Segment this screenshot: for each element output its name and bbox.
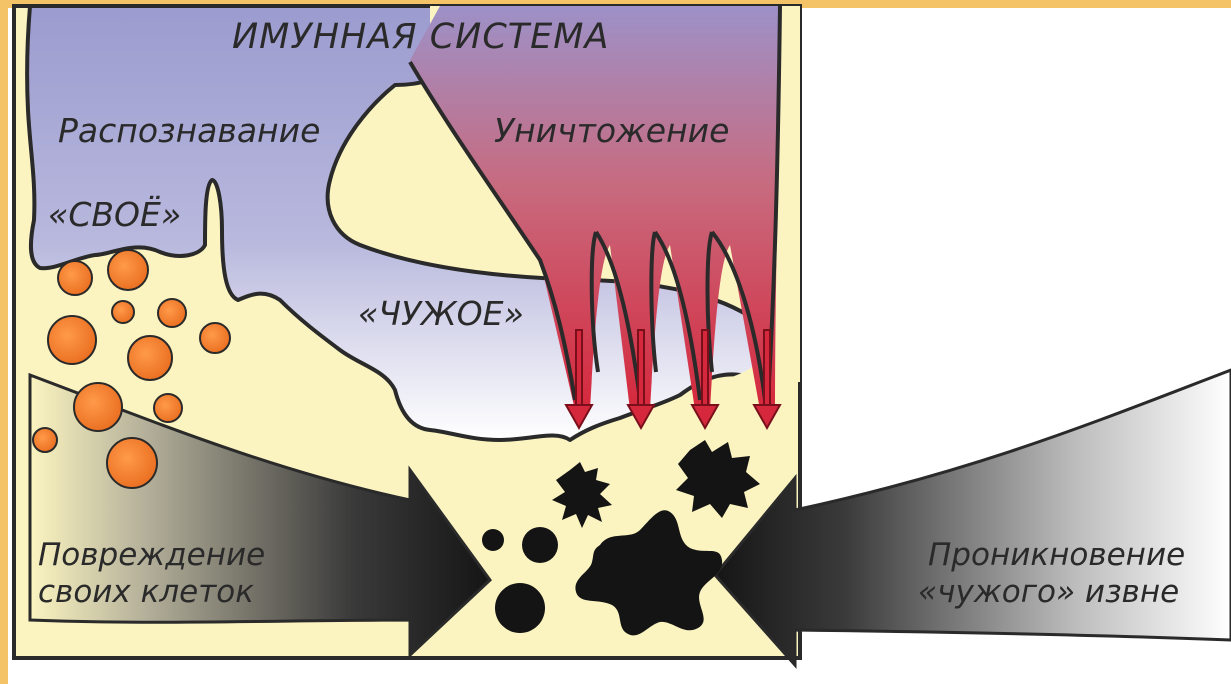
- self-cell: [112, 301, 134, 323]
- foreign-cell: [495, 583, 545, 633]
- self-cell: [108, 250, 148, 290]
- foreign-cell: [482, 529, 504, 551]
- self-cell: [158, 299, 186, 327]
- self-label: «СВОЁ»: [48, 195, 181, 234]
- recognition-label: Распознавание: [58, 111, 320, 150]
- foreign-cell: [522, 527, 558, 563]
- damage-label-line2: своих клеток: [38, 574, 254, 610]
- self-cell: [33, 428, 57, 452]
- frame-left: [0, 0, 8, 684]
- foreign-label: «ЧУЖОЕ»: [358, 294, 524, 333]
- self-cell: [107, 438, 157, 488]
- damage-label-line1: Повреждение: [38, 537, 265, 573]
- diagram-title: ИМУННАЯ СИСТЕМА: [232, 17, 609, 57]
- self-cell: [48, 316, 96, 364]
- self-cell: [74, 383, 122, 431]
- self-cell: [128, 336, 172, 380]
- penetration-label-line2: «чужого» извне: [918, 574, 1179, 610]
- destruction-label: Уничтожение: [494, 111, 729, 150]
- self-cell: [154, 394, 182, 422]
- penetration-label-line1: Проникновение: [928, 537, 1185, 573]
- self-cell: [200, 323, 230, 353]
- self-cell: [58, 261, 92, 295]
